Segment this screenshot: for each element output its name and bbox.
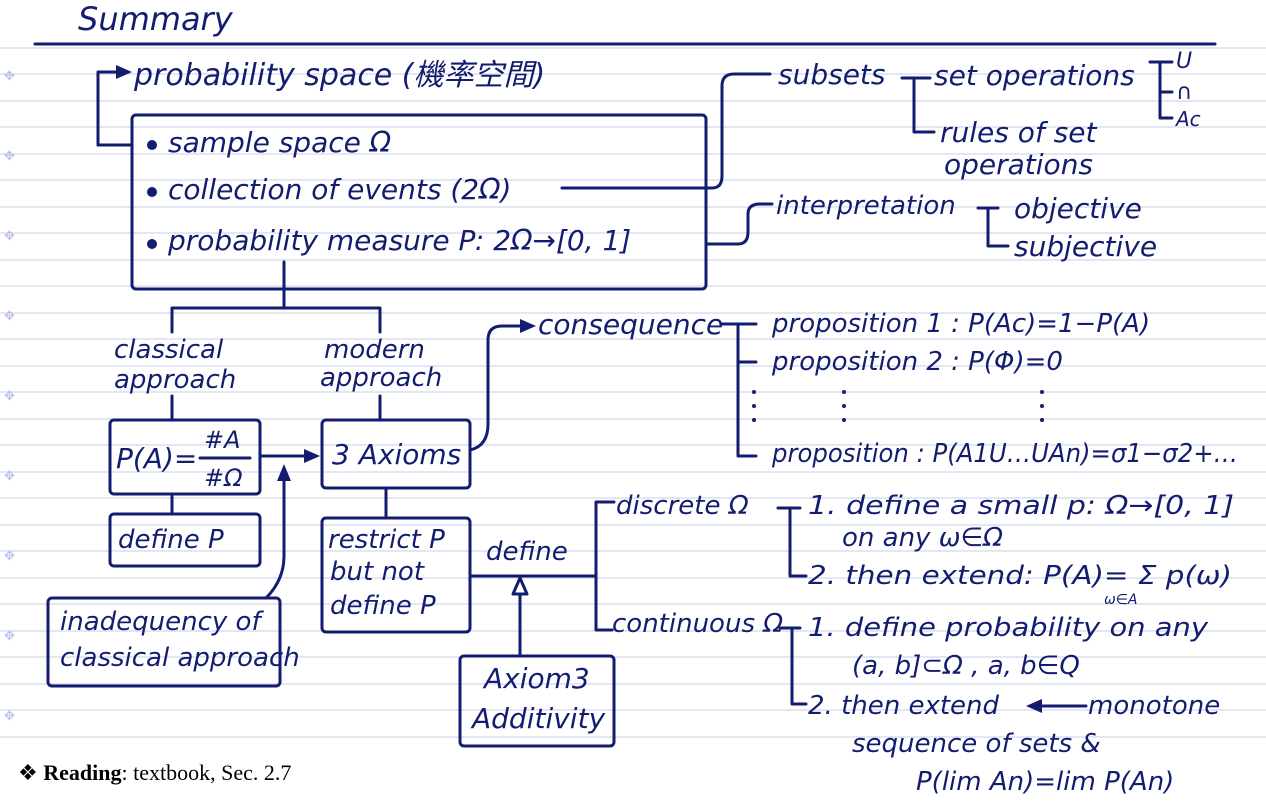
component-events: collection of events (2Ω) <box>168 173 511 206</box>
continuous-branch <box>778 626 808 706</box>
arrow-head-icon <box>304 449 320 463</box>
interpretation-branch <box>976 206 1010 248</box>
axioms-box <box>320 418 472 490</box>
bullet-icon <box>147 239 157 249</box>
arrow-head-icon <box>116 65 132 79</box>
monotone-line1: monotone <box>1088 691 1220 721</box>
sum-subscript: ω∈A <box>1104 592 1138 608</box>
formula-denominator: #Ω <box>204 464 243 492</box>
continuous-step2: 2. then extend <box>808 691 1000 721</box>
axioms-label: 3 Axioms <box>332 438 461 471</box>
diamond-bullet-icon: ❖ <box>18 760 38 785</box>
svg-text:✥: ✥ <box>4 629 15 644</box>
interpretation-connector <box>704 202 774 246</box>
formula-lhs: P(A)= <box>116 442 197 475</box>
subsets-label: subsets <box>778 58 886 91</box>
approach-stems <box>170 394 382 420</box>
axiom3-box <box>458 654 616 748</box>
discrete-label: discrete Ω <box>616 491 749 521</box>
probability-space-box <box>130 113 708 291</box>
interpretation-label: interpretation <box>776 191 956 221</box>
proposition-2: proposition 2 : P(Φ)=0 <box>771 347 1063 377</box>
page-title: Summary <box>78 0 234 38</box>
restrict-line1: restrict P <box>328 525 445 555</box>
axiom3-line1: Axiom3 <box>482 662 590 695</box>
svg-text:✥: ✥ <box>4 469 15 484</box>
arrow-head-icon <box>277 464 291 481</box>
inadequacy-connector <box>264 476 286 600</box>
rules-line1: rules of set <box>940 116 1097 149</box>
approach-split-connector <box>170 260 382 334</box>
interpretation-objective: objective <box>1014 192 1142 225</box>
axiom3-line2: Additivity <box>470 702 606 735</box>
arrow-head-icon <box>511 576 529 596</box>
op-intersection: ∩ <box>1176 80 1192 105</box>
formula-numerator: #A <box>204 426 241 454</box>
svg-text:✥: ✥ <box>4 149 15 164</box>
proposition-n: proposition : P(A1U…UAn)=σ1−σ2+… <box>771 439 1238 469</box>
component-measure: probability measure P: 2Ω→[0, 1] <box>167 224 631 257</box>
discrete-step2: 2. then extend: P(A)= Σ p(ω) <box>808 561 1232 591</box>
probability-space-label: probability space (機率空間) <box>133 58 545 93</box>
subsets-connector <box>560 72 772 190</box>
arrow-head-icon <box>1026 699 1042 713</box>
op-complement: Ac <box>1174 107 1201 131</box>
consequence-connector <box>468 324 524 452</box>
monotone-line3: P(lim An)=lim P(An) <box>916 767 1174 797</box>
define-label: define <box>486 537 568 567</box>
loop-connector <box>96 70 120 147</box>
ellipsis-dots <box>752 390 1044 422</box>
classical-label-line2: approach <box>114 365 236 395</box>
rules-line2: operations <box>944 148 1093 181</box>
svg-text:✥: ✥ <box>4 709 15 724</box>
bullet-icon <box>147 187 157 197</box>
margin-bullets: ✥ ✥ ✥ ✥ ✥ ✥ ✥ ✥ ✥ <box>4 69 15 724</box>
define-p-box <box>108 512 262 568</box>
classical-label-line1: classical <box>114 335 224 365</box>
set-operations-label: set operations <box>934 59 1135 92</box>
consequence-branch <box>720 322 758 458</box>
reading-note: ❖ Reading: textbook, Sec. 2.7 <box>18 760 291 786</box>
inadequacy-box <box>46 596 282 688</box>
restrict-line3: define P <box>330 591 436 621</box>
continuous-step1-line1: 1. define probability on any <box>808 613 1209 643</box>
svg-text:✥: ✥ <box>4 309 15 324</box>
inadequacy-line1: inadequency of <box>60 607 264 637</box>
reading-label: Reading <box>43 760 122 785</box>
svg-text:✥: ✥ <box>4 389 15 404</box>
modern-label-line2: approach <box>320 363 442 393</box>
bullet-icon <box>147 140 157 150</box>
continuous-label: continuous Ω <box>612 609 783 639</box>
discrete-branch <box>776 506 808 578</box>
ruled-lines <box>0 47 1266 738</box>
classical-formula-box <box>108 418 262 496</box>
reading-text: : textbook, Sec. 2.7 <box>121 760 292 785</box>
svg-text:✥: ✥ <box>4 69 15 84</box>
discrete-step1-line2: on any ω∈Ω <box>842 523 1003 553</box>
interpretation-subjective: subjective <box>1014 230 1157 263</box>
define-split-connector <box>468 500 616 632</box>
component-sample-space: sample space Ω <box>168 126 392 159</box>
proposition-1: proposition 1 : P(Ac)=1−P(A) <box>771 309 1150 339</box>
discrete-step1-line1: 1. define a small p: Ω→[0, 1] <box>808 491 1234 521</box>
svg-text:✥: ✥ <box>4 549 15 564</box>
op-union: U <box>1176 49 1192 74</box>
restrict-line2: but not <box>330 557 425 587</box>
subsets-branch <box>900 76 936 134</box>
modern-label-line1: modern <box>324 335 425 365</box>
inadequacy-line2: classical approach <box>60 643 300 673</box>
monotone-line2: sequence of sets & <box>852 729 1101 759</box>
define-p-label: define P <box>118 525 224 555</box>
arrow-head-icon <box>520 319 536 333</box>
ops-bracket <box>1148 60 1174 120</box>
consequence-label: consequence <box>538 308 723 341</box>
continuous-step1-line2: (a, b]⊂Ω , a, b∈Q <box>852 651 1080 681</box>
svg-text:✥: ✥ <box>4 229 15 244</box>
